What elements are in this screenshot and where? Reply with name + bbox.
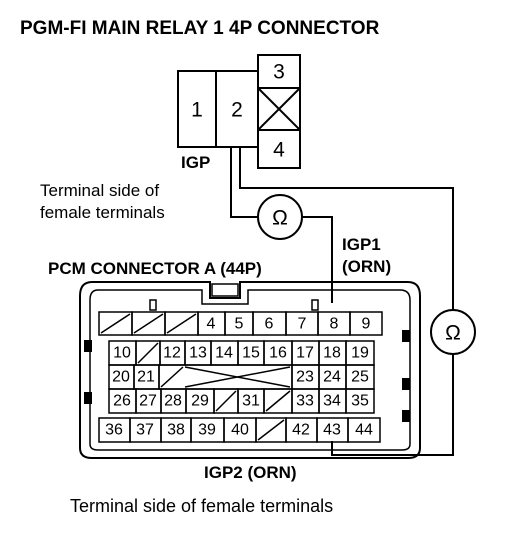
pcm-pin-39: 39 xyxy=(198,422,216,439)
pcm-pin-28: 28 xyxy=(164,393,182,410)
ohmmeter-1-symbol: Ω xyxy=(272,207,288,230)
relay-terminal-side-line1: Terminal side of xyxy=(40,181,159,200)
pcm-pin-33: 33 xyxy=(296,393,314,410)
pcm-pin-grid xyxy=(98,311,383,443)
pcm-right-tab-upper xyxy=(402,330,410,342)
igp1-label-line1: IGP1 xyxy=(342,235,381,254)
wire-meter1-to-pin8 xyxy=(302,216,333,303)
pcm-pin-44: 44 xyxy=(355,422,373,439)
test-wires xyxy=(230,147,454,456)
pcm-pin-8: 8 xyxy=(330,316,339,333)
pcm-pin-12: 12 xyxy=(163,345,181,362)
pcm-row4-blank-30 xyxy=(215,390,237,412)
pcm-pin-14: 14 xyxy=(215,345,233,362)
pcm-top-post-left xyxy=(149,299,157,311)
ohmmeter-2: Ω xyxy=(430,309,476,355)
pcm-connector-inner xyxy=(89,289,411,451)
pcm-row2-blank-11 xyxy=(137,342,159,364)
pcm-top-post-right xyxy=(311,299,319,311)
pcm-pin-16: 16 xyxy=(269,345,287,362)
igp1-label-line2: (ORN) xyxy=(342,257,391,276)
pcm-left-tab-lower xyxy=(84,392,92,404)
pcm-row5-blank-41 xyxy=(257,419,285,441)
pcm-pin-17: 17 xyxy=(296,345,314,362)
pcm-pin-18: 18 xyxy=(323,345,341,362)
pcm-pin-5: 5 xyxy=(235,316,244,333)
relay-connector-title: PGM-FI MAIN RELAY 1 4P CONNECTOR xyxy=(20,18,380,39)
relay-terminal-side-line2: female terminals xyxy=(40,203,165,222)
ohmmeter-1-circle xyxy=(257,194,303,240)
relay-connector: 1 2 3 4 xyxy=(177,54,301,169)
pcm-connector-title: PCM CONNECTOR A (44P) xyxy=(48,259,262,278)
pcm-pin-26: 26 xyxy=(113,393,131,410)
pcm-pin-37: 37 xyxy=(136,422,154,439)
ohmmeter-2-symbol: Ω xyxy=(445,322,461,345)
pcm-pin-38: 38 xyxy=(167,422,185,439)
pcm-row1-cell-9 xyxy=(349,311,383,336)
pcm-row4-blank-32 xyxy=(265,390,291,412)
wire-meter2-to-pin43 xyxy=(331,354,454,456)
pcm-pin-40: 40 xyxy=(231,422,249,439)
relay-pin-3: 3 xyxy=(273,61,285,84)
igp2-label: IGP2 (ORN) xyxy=(204,463,297,482)
pcm-pin-6: 6 xyxy=(265,316,274,333)
pcm-pin-4: 4 xyxy=(207,316,216,333)
relay-blank-cross-b xyxy=(257,87,301,131)
pcm-pin-13: 13 xyxy=(189,345,207,362)
pcm-pin-21: 21 xyxy=(137,369,155,386)
pcm-pin-25: 25 xyxy=(351,369,369,386)
pcm-row1-blank-1 xyxy=(100,313,131,334)
pcm-connector-shell xyxy=(79,281,421,459)
pcm-pin-34: 34 xyxy=(323,393,341,410)
pcm-pin-labels: 4 5 6 7 8 9 10 12 13 14 15 16 17 18 19 2… xyxy=(105,316,373,439)
ohmmeter-2-circle xyxy=(430,309,476,355)
relay-pin-1: 1 xyxy=(191,99,203,122)
pcm-right-tab-lower xyxy=(402,410,410,422)
pcm-pin-15: 15 xyxy=(242,345,260,362)
pcm-pin-29: 29 xyxy=(191,393,209,410)
pcm-row1-blank-2 xyxy=(133,313,164,334)
wire-pin2-to-meter1 xyxy=(230,147,258,218)
relay-pin-2: 2 xyxy=(231,99,243,122)
wire-pin2-to-meter2 xyxy=(239,147,454,310)
pcm-pin-23: 23 xyxy=(296,369,314,386)
ohmmeter-1: Ω xyxy=(257,194,303,240)
pcm-pin-20: 20 xyxy=(112,369,130,386)
pcm-connector-latch xyxy=(211,283,239,297)
pcm-row3-cross-b xyxy=(184,366,291,388)
pcm-pin-24: 24 xyxy=(323,369,341,386)
pcm-pin-27: 27 xyxy=(139,393,157,410)
pcm-row3-cell-22 xyxy=(158,364,293,390)
pcm-pin-36: 36 xyxy=(105,422,123,439)
pcm-pin-19: 19 xyxy=(351,345,369,362)
pcm-terminal-side-footer: Terminal side of female terminals xyxy=(70,496,333,516)
pcm-pin-35: 35 xyxy=(351,393,369,410)
pcm-pin-42: 42 xyxy=(292,422,310,439)
pcm-pin-9: 9 xyxy=(362,316,371,333)
pcm-connector xyxy=(79,281,421,459)
relay-pin-4: 4 xyxy=(273,139,285,162)
igp-label: IGP xyxy=(181,153,210,172)
pcm-left-tab-upper xyxy=(84,340,92,352)
relay-pin-4-cell xyxy=(257,129,301,169)
pcm-row5-cell-44 xyxy=(347,417,381,443)
pcm-pin-7: 7 xyxy=(298,316,307,333)
pcm-pin-10: 10 xyxy=(113,345,131,362)
pcm-row3-blank-slash xyxy=(160,366,184,388)
pcm-row4-cell-35 xyxy=(345,388,375,414)
pcm-right-tab-mid xyxy=(402,378,410,390)
pcm-pin-31: 31 xyxy=(242,393,260,410)
pcm-pin-43: 43 xyxy=(323,422,341,439)
pcm-row1-blank-3 xyxy=(166,313,197,334)
